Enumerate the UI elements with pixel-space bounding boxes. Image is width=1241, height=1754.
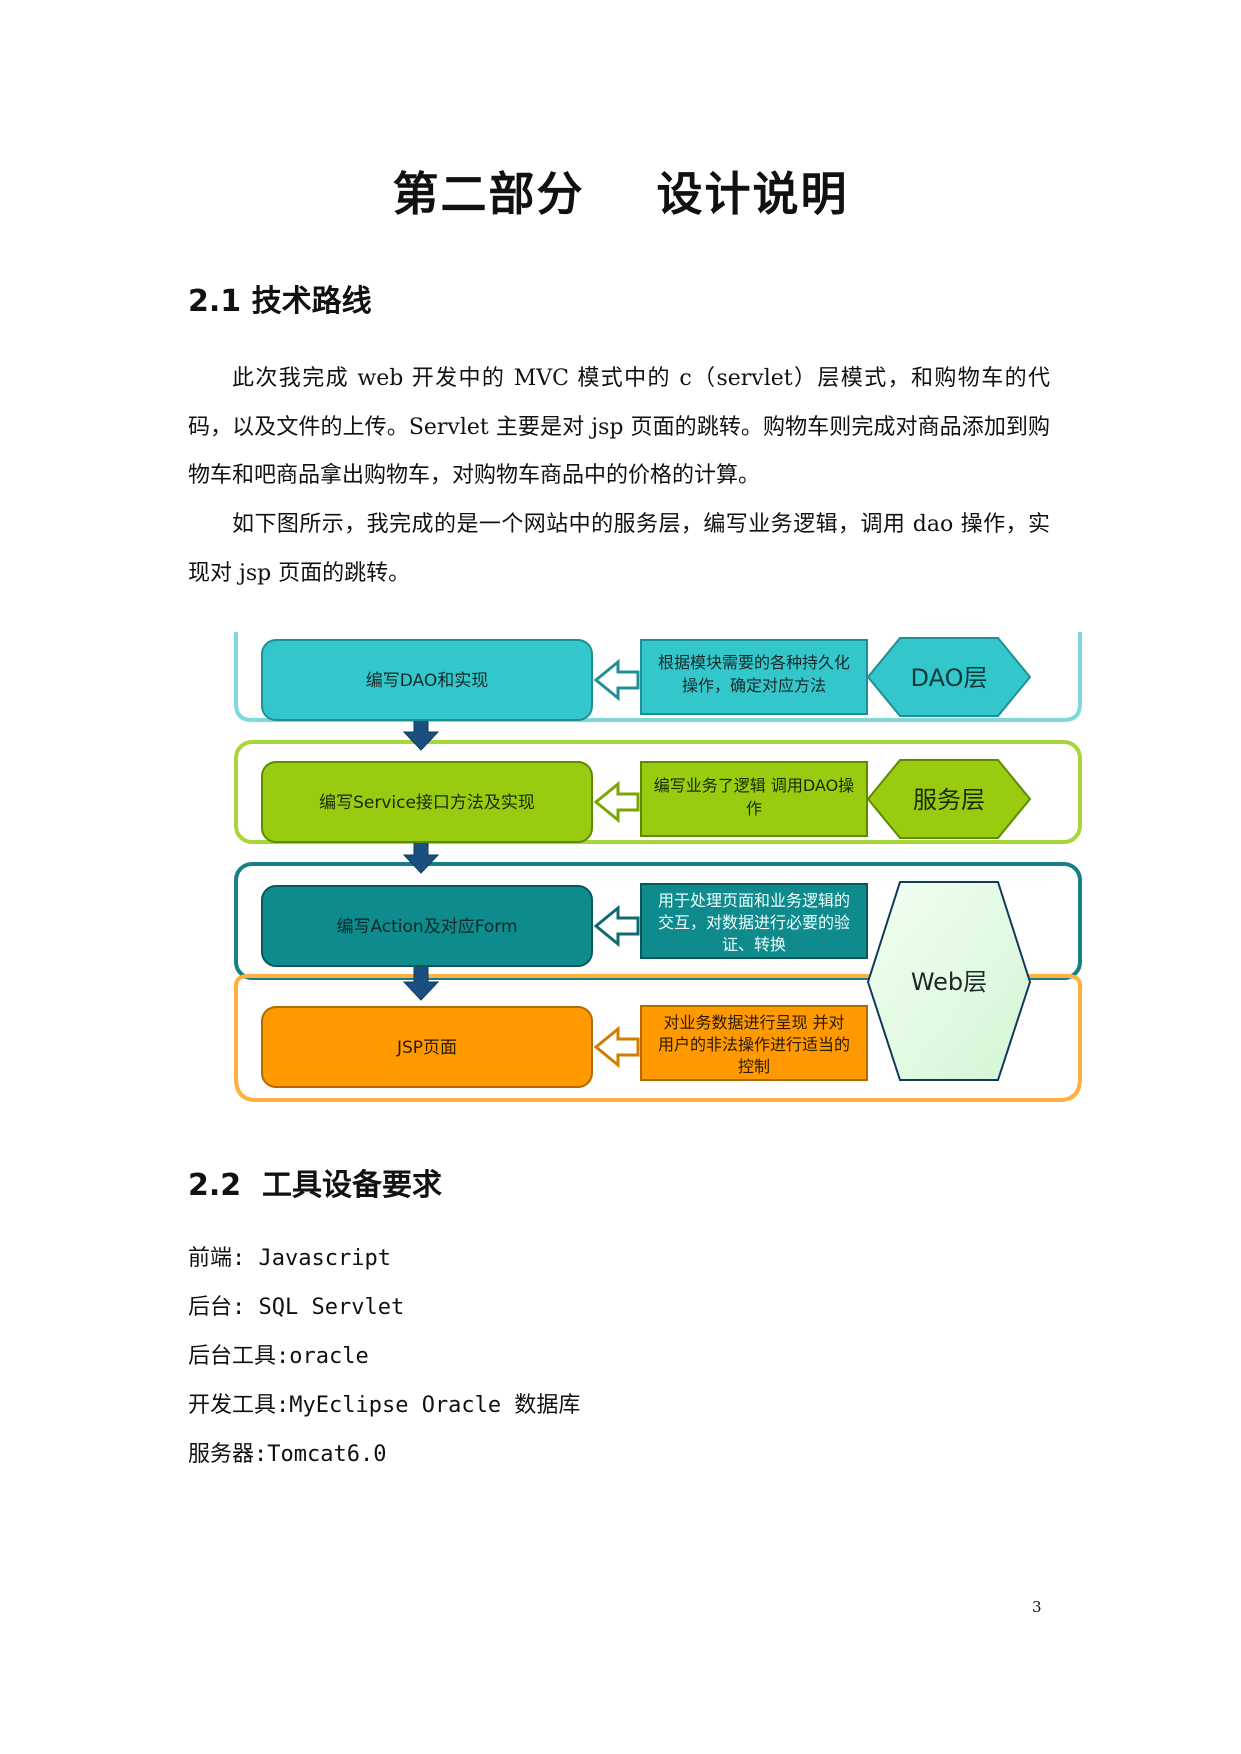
service-desc-line: 作: [746, 799, 762, 818]
dao-layer-label: DAO层: [911, 664, 988, 692]
section-heading-2-2: 2.2 工具设备要求: [188, 1168, 443, 1203]
action-desc-line: 用于处理页面和业务逻辑的: [658, 891, 850, 910]
page-number: 3: [1032, 1598, 1042, 1616]
service-impl-label: 编写Service接口方法及实现: [319, 793, 535, 813]
left-arrow-icon: [593, 904, 640, 948]
tool-line-dev-tools: 开发工具:MyEclipse Oracle 数据库: [188, 1393, 581, 1418]
action-form-label: 编写Action及对应Form: [336, 917, 517, 937]
dao-impl-box: [261, 639, 593, 721]
tool-line-server: 服务器:Tomcat6.0: [188, 1442, 387, 1467]
section-heading-2-1: 2.1 技术路线: [188, 284, 372, 319]
down-arrow-icon: [402, 965, 440, 1001]
jsp-desc-box: [640, 1005, 868, 1081]
action-desc-box: [640, 883, 868, 959]
action-form-box: [261, 885, 593, 967]
jsp-desc-line: 对业务数据进行呈现 并对: [663, 1013, 844, 1032]
diagram-intro-paragraph: 如下图所示，我完成的是一个网站中的服务层，编写业务逻辑，调用 dao 操作，实现…: [188, 512, 1050, 586]
action-desc-line: 交互，对数据进行必要的验: [658, 913, 850, 932]
left-arrow-icon: [593, 780, 640, 824]
architecture-diagram: 编写DAO和实现 编写Service接口方法及实现 编写Action及对应For…: [232, 632, 1084, 1106]
tool-line-backend: 后台: SQL Servlet: [188, 1295, 405, 1320]
jsp-page-label: JSP页面: [396, 1038, 457, 1058]
jsp-desc-line: 控制: [738, 1057, 770, 1076]
dao-impl-label: 编写DAO和实现: [366, 671, 489, 691]
tool-line-backend-tools: 后台工具:oracle: [188, 1344, 369, 1369]
dao-layer-hexagon: [866, 637, 1032, 717]
service-layer-band: [234, 740, 1082, 844]
jsp-desc-line: 用户的非法操作进行适当的: [658, 1035, 850, 1054]
left-arrow-icon: [593, 1025, 640, 1069]
left-arrow-icon: [593, 658, 640, 702]
intro-paragraph: 此次我完成 web 开发中的 MVC 模式中的 c（servlet）层模式，和购…: [188, 366, 1050, 488]
jsp-layer-band: [234, 974, 1082, 1102]
service-impl-box: [261, 761, 593, 843]
web-layer-hexagon: [866, 881, 1032, 1081]
down-arrow-icon: [402, 838, 440, 874]
service-layer-hexagon: [866, 759, 1032, 839]
service-desc-line: 编写业务了逻辑 调用DAO操: [654, 776, 854, 795]
jsp-page-box: [261, 1006, 593, 1088]
service-desc-box: [640, 761, 868, 837]
dao-layer-band: [234, 632, 1082, 722]
web-layer-label: Web层: [911, 968, 987, 996]
service-layer-label: 服务层: [913, 786, 985, 814]
page-title: 第二部分 设计说明: [392, 167, 849, 221]
dao-desc-line: 根据模块需要的各种持久化: [658, 653, 850, 672]
action-desc-line: 证、转换: [722, 935, 786, 954]
dao-desc-line: 操作，确定对应方法: [682, 676, 826, 695]
tool-line-frontend: 前端: Javascript: [188, 1246, 391, 1271]
